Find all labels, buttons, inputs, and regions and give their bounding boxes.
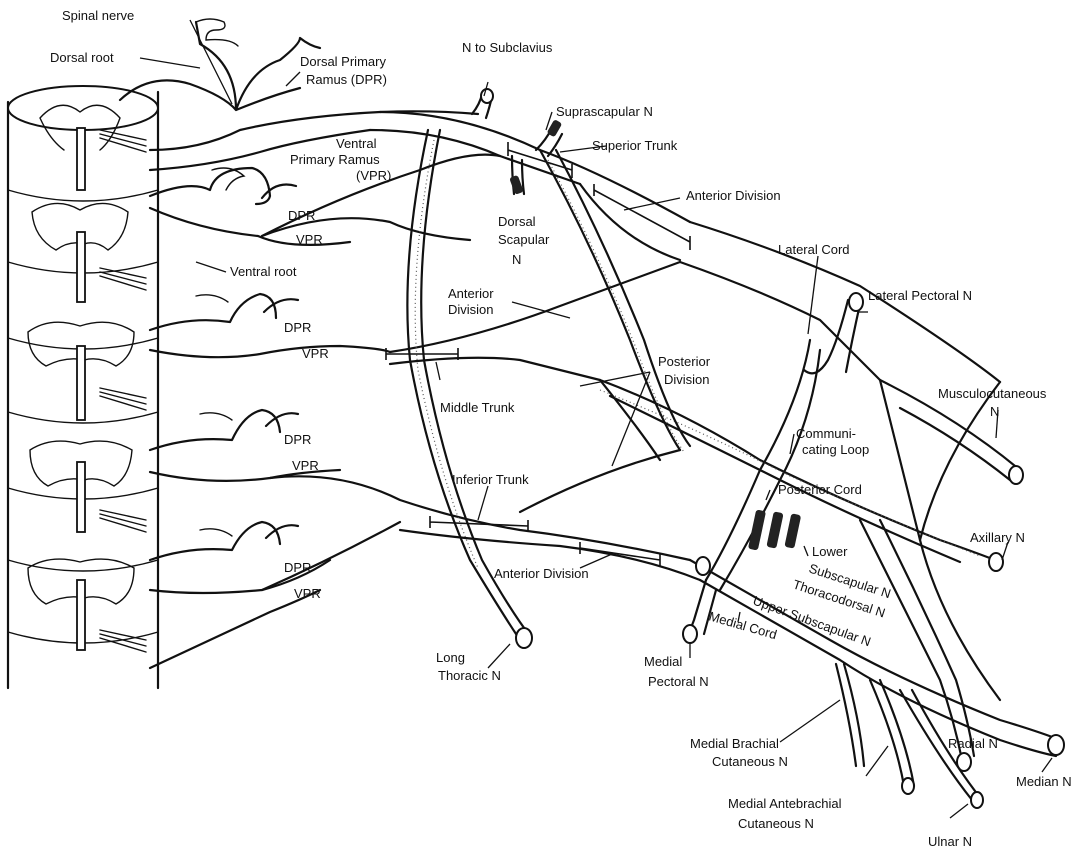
label-medial-cord: Medial Cord xyxy=(707,608,779,642)
label-medial-pectoral-2: Pectoral N xyxy=(648,674,709,689)
label-middle-trunk: Middle Trunk xyxy=(440,400,515,415)
label-dpr-5: DPR xyxy=(284,560,311,575)
label-axillary-n: Axillary N xyxy=(970,530,1025,545)
label-dorsal-primary-ramus-1: Dorsal Primary xyxy=(300,54,386,69)
label-musculocutaneous-1: Musculocutaneous xyxy=(938,386,1047,401)
label-vpr-level2: VPR xyxy=(296,232,323,247)
label-dpr-2: DPR xyxy=(288,208,315,223)
cords xyxy=(600,222,1064,808)
cord-segment-2 xyxy=(32,203,128,302)
label-vpr-2: Primary Ramus xyxy=(290,152,380,167)
label-medial-brachial-2: Cutaneous N xyxy=(712,754,788,769)
label-posterior-division-1: Posterior xyxy=(658,354,711,369)
label-suprascapular-n: Suprascapular N xyxy=(556,104,653,119)
label-dorsal-scapular-2: Scapular xyxy=(498,232,550,247)
label-vpr-level5: VPR xyxy=(294,586,321,601)
spinal-cord-column xyxy=(8,86,158,688)
label-dorsal-root: Dorsal root xyxy=(50,50,114,65)
label-inferior-trunk: Inferior Trunk xyxy=(452,472,529,487)
label-long-thoracic-1: Long xyxy=(436,650,465,665)
cord-segment-3 xyxy=(28,322,134,420)
label-dorsal-primary-ramus-2: Ramus (DPR) xyxy=(306,72,387,87)
label-long-thoracic-2: Thoracic N xyxy=(438,668,501,683)
label-posterior-division-2: Division xyxy=(664,372,710,387)
label-vpr-3: (VPR) xyxy=(356,168,391,183)
label-medial-brachial-1: Medial Brachial xyxy=(690,736,779,751)
label-medial-antebrachial-2: Cutaneous N xyxy=(738,816,814,831)
label-dorsal-scapular-1: Dorsal xyxy=(498,214,536,229)
label-n-to-subclavius: N to Subclavius xyxy=(462,40,553,55)
label-anterior-division-mid-2: Division xyxy=(448,302,494,317)
label-medial-pectoral-1: Medial xyxy=(644,654,682,669)
label-lower-subscapular-1: Lower xyxy=(812,544,848,559)
label-vpr-1: Ventral xyxy=(336,136,377,151)
cord-segment-5 xyxy=(28,559,134,650)
label-spinal-nerve: Spinal nerve xyxy=(62,8,134,23)
label-lateral-pectoral-n: Lateral Pectoral N xyxy=(868,288,972,303)
label-communicating-loop-2: cating Loop xyxy=(802,442,869,457)
label-communicating-loop-1: Communi- xyxy=(796,426,856,441)
label-dpr-3: DPR xyxy=(284,320,311,335)
label-medial-antebrachial-1: Medial Antebrachial xyxy=(728,796,842,811)
label-anterior-division-low: Anterior Division xyxy=(494,566,589,581)
label-superior-trunk: Superior Trunk xyxy=(592,138,678,153)
label-vpr-level4: VPR xyxy=(292,458,319,473)
label-dorsal-scapular-3: N xyxy=(512,252,521,267)
label-radial-n: Radial N xyxy=(948,736,998,751)
label-dpr-4: DPR xyxy=(284,432,311,447)
label-lateral-cord: Lateral Cord xyxy=(778,242,850,257)
label-anterior-division-mid-1: Anterior xyxy=(448,286,494,301)
label-vpr-level3: VPR xyxy=(302,346,329,361)
label-ulnar-n: Ulnar N xyxy=(928,834,972,849)
label-median-n: Median N xyxy=(1016,774,1072,789)
label-posterior-cord: Posterior Cord xyxy=(778,482,862,497)
label-musculocutaneous-2: N xyxy=(990,404,999,419)
label-anterior-division-top: Anterior Division xyxy=(686,188,781,203)
label-ventral-root: Ventral root xyxy=(230,264,297,279)
